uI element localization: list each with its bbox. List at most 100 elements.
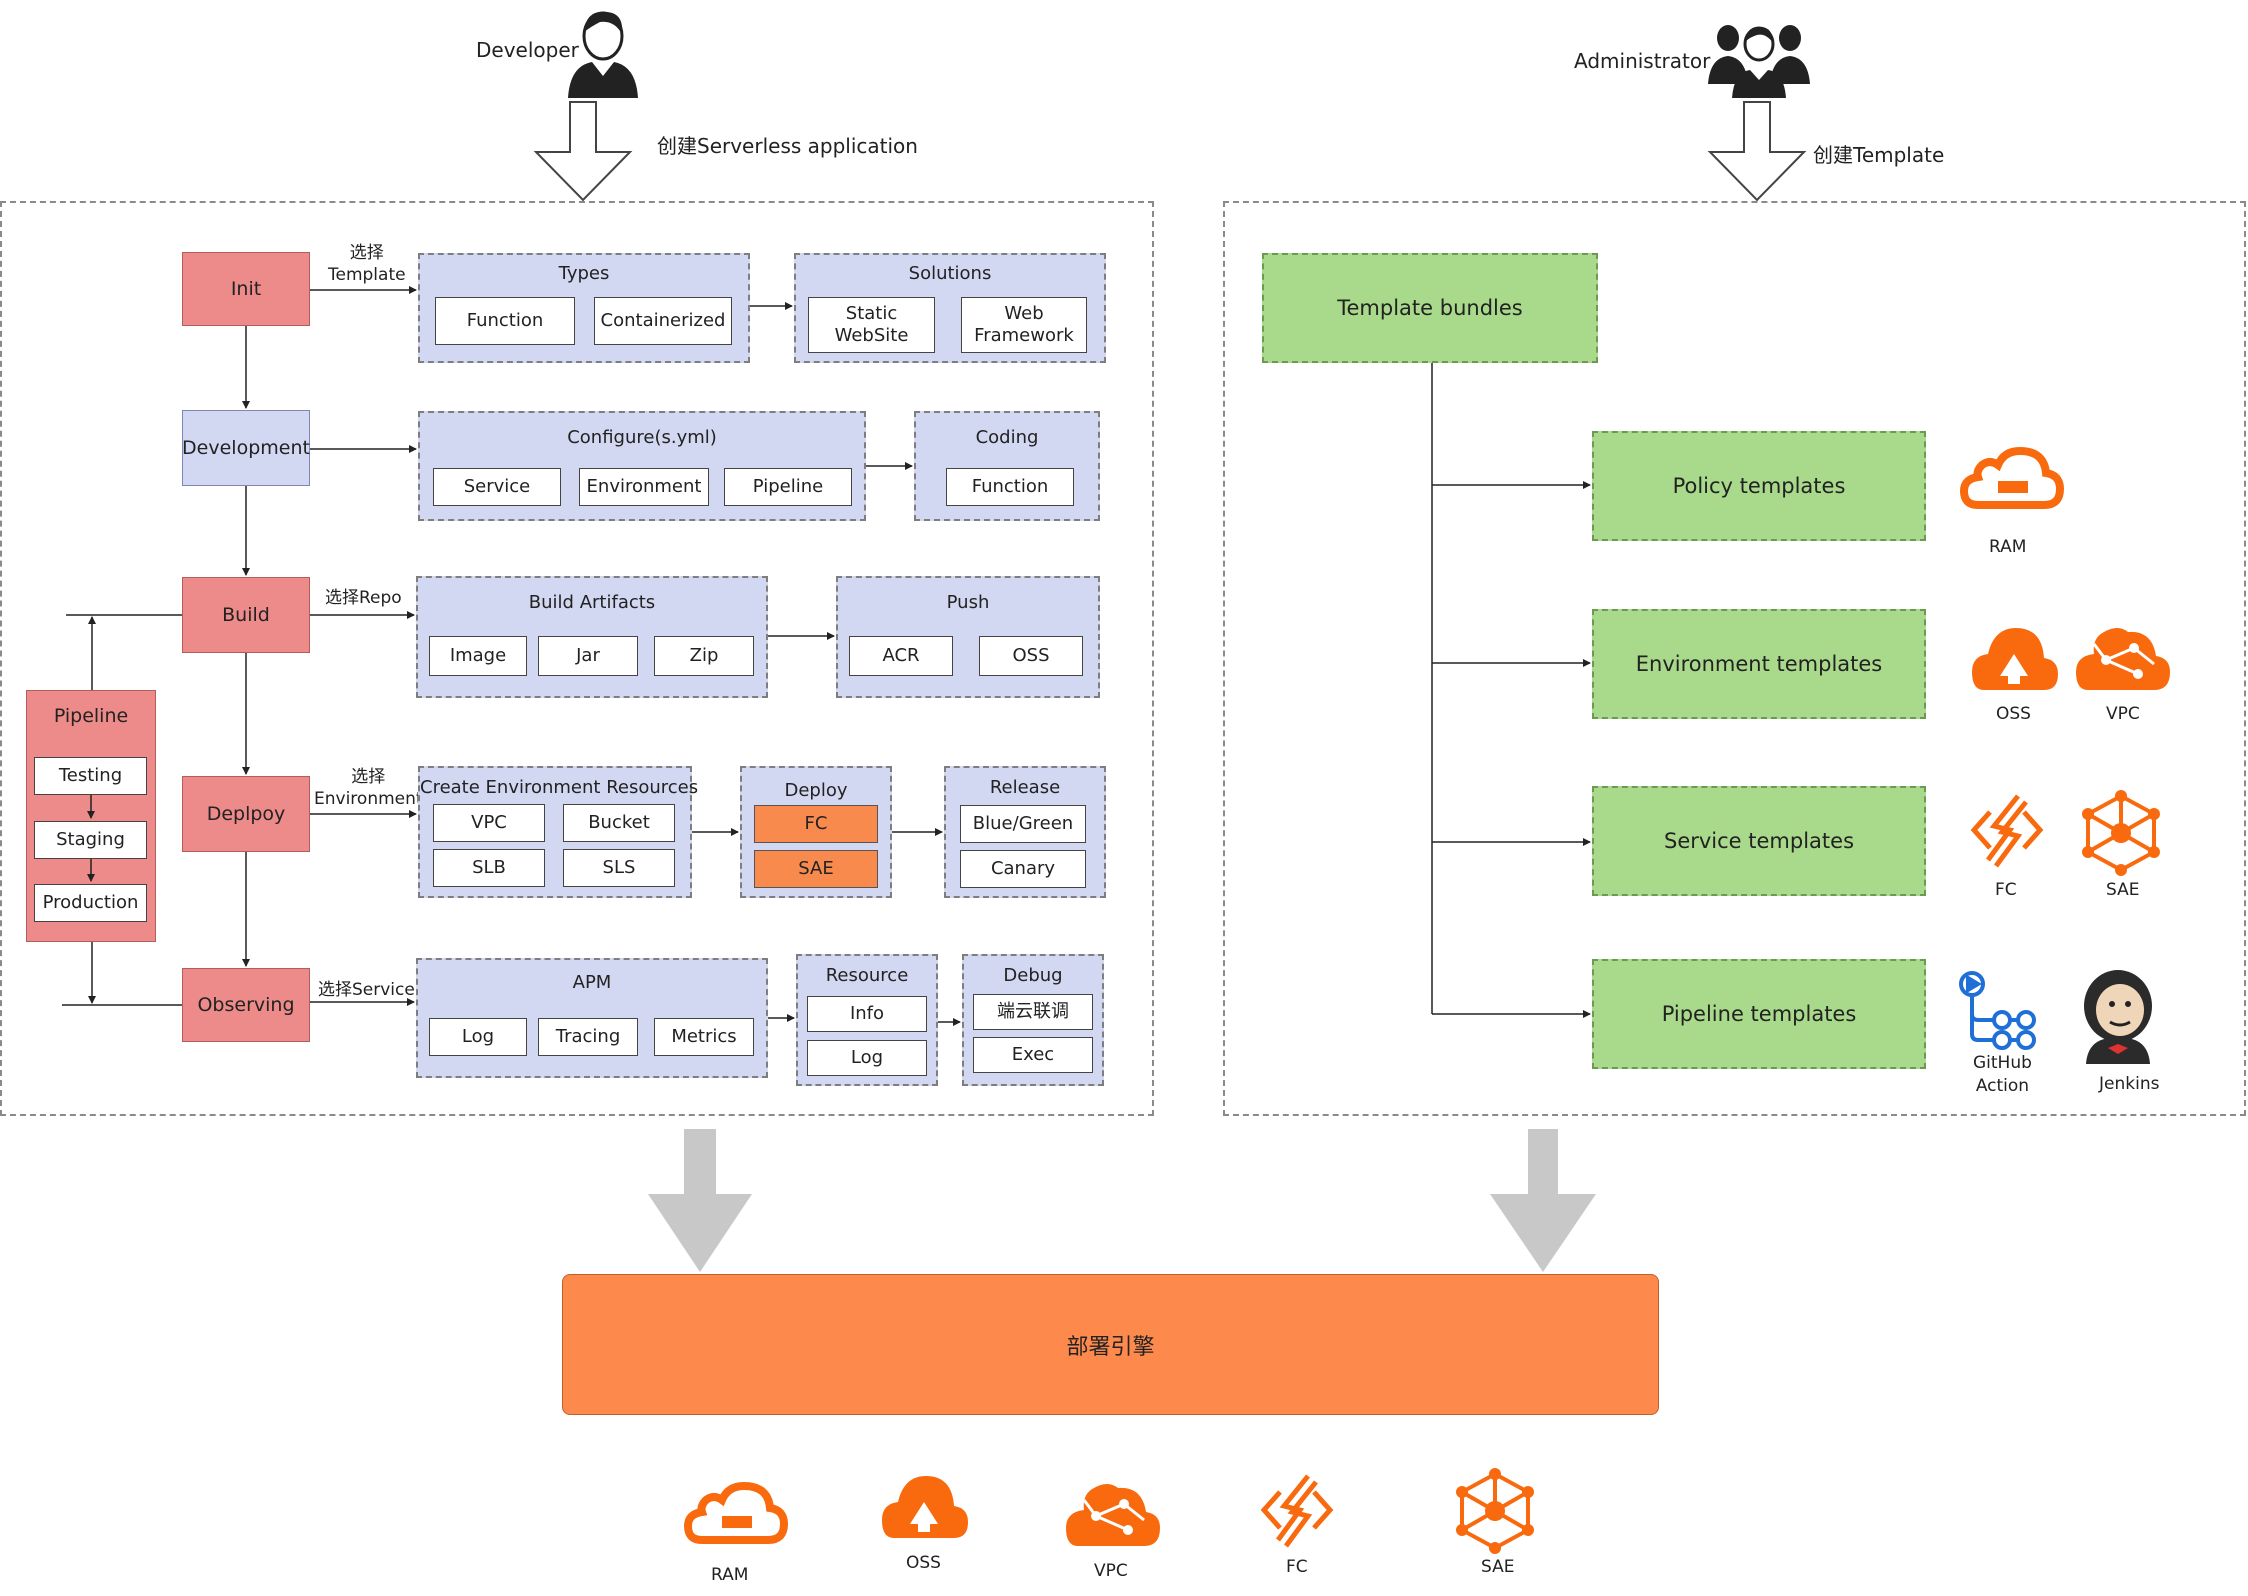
- jenkins-icon: [2078, 966, 2158, 1064]
- group-configure-title: Configure(s.yml): [567, 427, 717, 448]
- coding-item-function[interactable]: Function: [946, 468, 1074, 506]
- group-resource-title: Resource: [825, 965, 909, 986]
- fc-icon: [1966, 790, 2048, 872]
- fc-label: FC: [1995, 880, 2017, 900]
- apm-item-tracing[interactable]: Tracing: [538, 1018, 638, 1056]
- release-item-canary[interactable]: Canary: [960, 850, 1086, 888]
- group-solutions-title: Solutions: [908, 263, 992, 284]
- release-item-blue-green[interactable]: Blue/Green: [960, 805, 1086, 843]
- oss-icon: [1970, 624, 2058, 692]
- solutions-item-static-website[interactable]: Static WebSite: [808, 297, 935, 353]
- build-artifact-item-image[interactable]: Image: [429, 636, 527, 676]
- group-create-environment: Create Environment Resources VPC Bucket …: [418, 766, 699, 898]
- group-apm-title: APM: [572, 972, 612, 993]
- bottom-fc-label: FC: [1286, 1557, 1308, 1577]
- group-types-title: Types: [558, 263, 610, 284]
- group-resource: Resource Info Log: [796, 954, 938, 1086]
- deploy-item-sae[interactable]: SAE: [754, 850, 878, 888]
- solutions-item-web-framework[interactable]: Web Framework: [961, 297, 1087, 353]
- vpc-label: VPC: [2106, 704, 2140, 724]
- bottom-oss-icon: [880, 1472, 968, 1540]
- apm-item-log[interactable]: Log: [429, 1018, 527, 1056]
- configure-item-pipeline[interactable]: Pipeline: [724, 468, 852, 506]
- group-apm: APM Log Tracing Metrics: [416, 958, 768, 1078]
- bottom-sae-icon: [1452, 1468, 1538, 1554]
- github-action-label: GitHub Action: [1973, 1053, 2032, 1096]
- developer-workflow-panel: [0, 201, 1154, 1116]
- types-item-function[interactable]: Function: [435, 297, 575, 345]
- service-templates[interactable]: Service templates: [1592, 786, 1926, 896]
- stage-observing[interactable]: Observing: [182, 968, 310, 1042]
- developer-hollow-arrow: [533, 101, 633, 202]
- pipeline-container: Pipeline Testing Staging Production: [26, 690, 156, 942]
- configure-item-environment[interactable]: Environment: [579, 468, 709, 506]
- oss-label: OSS: [1996, 704, 2031, 724]
- resource-item-log[interactable]: Log: [807, 1040, 927, 1076]
- stage-build[interactable]: Build: [182, 577, 310, 653]
- template-bundles[interactable]: Template bundles: [1262, 253, 1598, 363]
- sae-icon: [2078, 790, 2164, 876]
- right-engine-arrow: [1490, 1129, 1596, 1272]
- environment-templates[interactable]: Environment templates: [1592, 609, 1926, 719]
- create-env-item-vpc[interactable]: VPC: [433, 804, 545, 842]
- build-artifact-item-zip[interactable]: Zip: [654, 636, 754, 676]
- stage-init[interactable]: Init: [182, 252, 310, 326]
- debug-item-device-cloud[interactable]: 端云联调: [973, 994, 1093, 1030]
- pipeline-item-staging[interactable]: Staging: [34, 821, 147, 859]
- build-artifact-item-jar[interactable]: Jar: [538, 636, 638, 676]
- resource-item-info[interactable]: Info: [807, 996, 927, 1032]
- github-action-icon: [1958, 968, 2038, 1050]
- group-release: Release Blue/Green Canary: [944, 766, 1106, 898]
- group-types: Types Function Containerized: [418, 253, 750, 363]
- bottom-ram-icon: [683, 1480, 789, 1548]
- jenkins-label: Jenkins: [2099, 1074, 2160, 1094]
- create-env-item-slb[interactable]: SLB: [433, 849, 545, 887]
- group-push: Push ACR OSS: [836, 576, 1100, 698]
- group-debug-title: Debug: [1003, 965, 1063, 986]
- pipeline-item-production[interactable]: Production: [34, 884, 147, 922]
- create-env-item-bucket[interactable]: Bucket: [563, 804, 675, 842]
- pipeline-item-testing[interactable]: Testing: [34, 757, 147, 795]
- configure-item-service[interactable]: Service: [433, 468, 561, 506]
- ram-label: RAM: [1989, 537, 2027, 557]
- group-build-artifacts: Build Artifacts Image Jar Zip: [416, 576, 768, 698]
- group-coding: Coding Function: [914, 411, 1100, 521]
- edge-label-select-repo: 选择Repo: [325, 588, 402, 608]
- administrator-action-label: 创建Template: [1813, 143, 1945, 167]
- push-item-acr[interactable]: ACR: [849, 636, 953, 676]
- group-create-environment-title: Create Environment Resources: [420, 777, 699, 798]
- group-debug: Debug 端云联调 Exec: [962, 954, 1104, 1086]
- stage-development[interactable]: Development: [182, 410, 310, 486]
- push-item-oss[interactable]: OSS: [979, 636, 1083, 676]
- developer-icon: [562, 4, 644, 98]
- group-deploy-title: Deploy: [784, 780, 848, 801]
- template-panel: [1223, 201, 2246, 1116]
- group-release-title: Release: [989, 777, 1061, 798]
- deploy-item-fc[interactable]: FC: [754, 805, 878, 843]
- left-engine-arrow: [648, 1129, 752, 1272]
- create-env-item-sls[interactable]: SLS: [563, 849, 675, 887]
- debug-item-exec[interactable]: Exec: [973, 1037, 1093, 1073]
- types-item-containerized[interactable]: Containerized: [594, 297, 732, 345]
- bottom-ram-label: RAM: [711, 1565, 749, 1585]
- administrators-icon: [1700, 14, 1818, 98]
- bottom-vpc-label: VPC: [1094, 1561, 1128, 1581]
- edge-label-select-service: 选择Service: [318, 980, 415, 1000]
- vpc-icon: [2074, 624, 2170, 692]
- pipeline-templates[interactable]: Pipeline templates: [1592, 959, 1926, 1069]
- apm-item-metrics[interactable]: Metrics: [654, 1018, 754, 1056]
- administrator-hollow-arrow: [1707, 101, 1807, 202]
- developer-action-label: 创建Serverless application: [657, 134, 918, 158]
- stage-deploy[interactable]: Deplpoy: [182, 776, 310, 852]
- pipeline-title: Pipeline: [53, 705, 129, 727]
- ram-icon: [1959, 445, 2065, 513]
- policy-templates[interactable]: Policy templates: [1592, 431, 1926, 541]
- deployment-engine[interactable]: 部署引擎: [562, 1274, 1659, 1415]
- bottom-sae-label: SAE: [1481, 1557, 1515, 1577]
- bottom-fc-icon: [1256, 1470, 1338, 1552]
- group-build-artifacts-title: Build Artifacts: [528, 592, 656, 613]
- administrator-label: Administrator: [1574, 49, 1711, 73]
- developer-label: Developer: [476, 38, 579, 62]
- group-deploy: Deploy FC SAE: [740, 766, 892, 898]
